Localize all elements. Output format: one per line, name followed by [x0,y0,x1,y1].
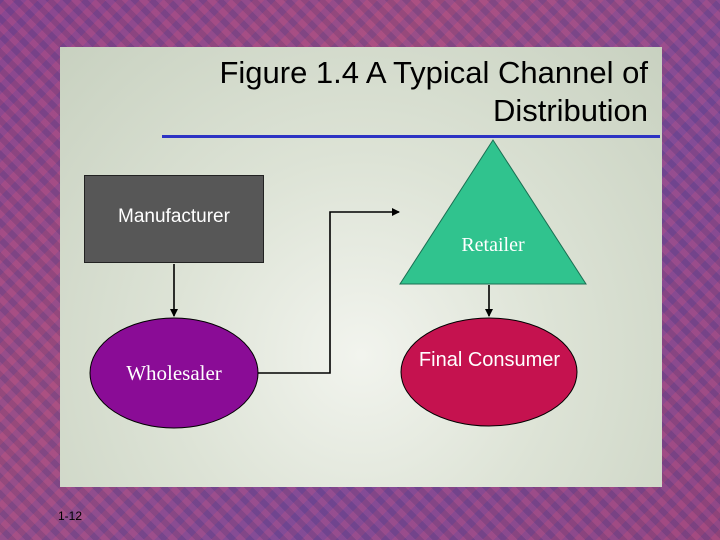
slide-number: 1-12 [58,509,83,523]
arrow-wholesaler-to-retailer [258,208,400,374]
slide-title: Figure 1.4 A Typical Channel of Distribu… [219,55,648,128]
retailer-triangle [399,139,587,285]
wholesaler-label: Wholesaler [126,361,222,385]
retailer-label: Retailer [461,234,525,256]
title-underline [162,135,660,138]
final-consumer-ellipse [400,317,578,427]
manufacturer-label: Manufacturer [118,206,230,227]
manufacturer-box [84,175,264,263]
final-consumer-label: Final Consumer [418,349,561,371]
